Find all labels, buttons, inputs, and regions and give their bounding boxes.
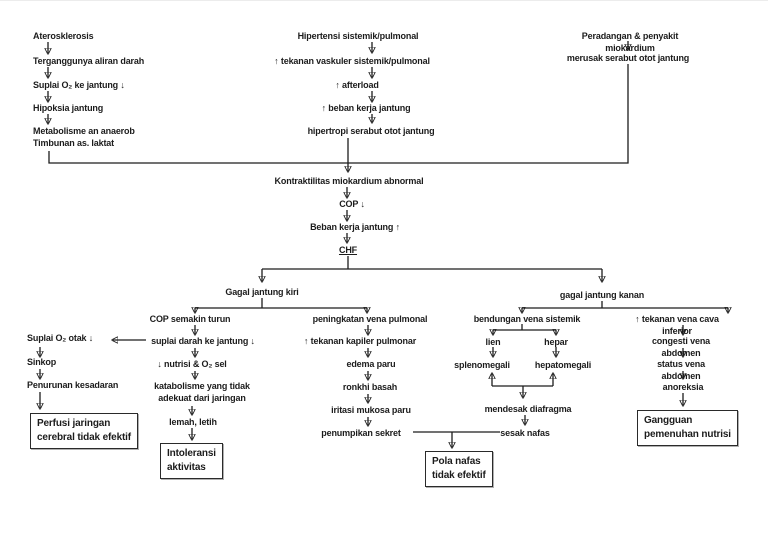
node-peningkatan-vena-pulmonal: peningkatan vena pulmonal xyxy=(312,314,428,324)
node-hepatomegali: hepatomegali xyxy=(534,360,592,370)
node-tekanan-kapiler-pulmonar: ↑ tekanan kapiler pulmonar xyxy=(303,336,417,346)
node-hipoksia-jantung: Hipoksia jantung xyxy=(33,103,104,113)
node-gagal-jantung-kanan: gagal jantung kanan xyxy=(559,290,645,300)
node-metabolisme-anaerob: Metabolisme an anaerob Timbunan as. lakt… xyxy=(33,126,135,148)
node-katabolisme: katabolisme yang tidak adekuat dari jari… xyxy=(154,381,250,403)
node-iritasi-mukosa-paru: iritasi mukosa paru xyxy=(331,405,411,415)
node-beban-kerja-jantung-1: ↑ beban kerja jantung xyxy=(321,103,411,113)
node-status-vena-abdomen: status vena abdomen xyxy=(657,359,705,381)
node-terganggunya-aliran-darah: Terganggunya aliran darah xyxy=(33,56,145,66)
node-gagal-jantung-kiri: Gagal jantung kiri xyxy=(225,287,299,297)
outcome-box-gangguan-nutrisi: Gangguan pemenuhan nutrisi xyxy=(637,410,738,446)
node-suplai-o2-otak: Suplai O₂ otak ↓ xyxy=(27,333,94,343)
node-tekanan-vena-cava-inferior: ↑ tekanan vena cava inferior xyxy=(635,314,719,336)
node-afterload: ↑ afterload xyxy=(335,80,379,90)
node-cop-semakin-turun: COP semakin turun xyxy=(149,314,231,324)
node-bendungan-vena-sistemik: bendungan vena sistemik xyxy=(473,314,581,324)
node-penumpikan-sekret: penumpikan sekret xyxy=(321,428,401,438)
node-suplai-o2-ke-jantung: Suplai O₂ ke jantung ↓ xyxy=(33,80,125,90)
node-lemah-letih: lemah, letih xyxy=(169,417,217,427)
node-ronkhi-basah: ronkhi basah xyxy=(342,382,398,392)
node-edema-paru: edema paru xyxy=(346,359,396,369)
node-nutrisi-o2-sel: ↓ nutrisi & O₂ sel xyxy=(157,359,227,369)
node-penurunan-kesadaran: Penurunan kesadaran xyxy=(27,380,119,390)
node-anoreksia: anoreksia xyxy=(662,382,704,392)
node-sesak-nafas: sesak nafas xyxy=(500,428,550,438)
node-peradangan: Peradangan & penyakit miokardium xyxy=(581,31,679,53)
node-chf: CHF xyxy=(338,245,358,255)
flow-line xyxy=(48,64,629,164)
node-splenomegali: splenomegali xyxy=(454,360,510,370)
node-tekanan-vaskuler: ↑ tekanan vaskuler sistemik/pulmonal xyxy=(274,56,430,66)
node-merusak-serabut: merusak serabut otot jantung xyxy=(566,53,690,63)
outcome-box-intoleransi-aktivitas: Intoleransi aktivitas xyxy=(160,443,223,479)
node-hipertropi: hipertropi serabut otot jantung xyxy=(307,126,435,136)
node-hipertensi: Hipertensi sistemik/pulmonal xyxy=(297,31,419,41)
node-suplai-darah-ke-jantung: suplai darah ke jantung ↓ xyxy=(151,336,255,346)
node-mendesak-diafragma: mendesak diafragma xyxy=(484,404,572,414)
node-aterosklerosis: Aterosklerosis xyxy=(33,31,94,41)
node-cop: COP ↓ xyxy=(339,199,365,209)
node-congesti-vena-abdomen: congesti vena abdomen xyxy=(651,336,711,358)
outcome-box-perfusi-jaringan: Perfusi jaringan cerebral tidak efektif xyxy=(30,413,138,449)
node-sinkop: Sinkop xyxy=(27,357,57,367)
node-beban-kerja-jantung-2: Beban kerja jantung ↑ xyxy=(310,222,400,232)
node-hepar: hepar xyxy=(544,337,568,347)
outcome-box-pola-nafas: Pola nafas tidak efektif xyxy=(425,451,493,487)
node-kontraktilitas: Kontraktilitas miokardium abnormal xyxy=(274,176,424,186)
node-lien: lien xyxy=(485,337,501,347)
